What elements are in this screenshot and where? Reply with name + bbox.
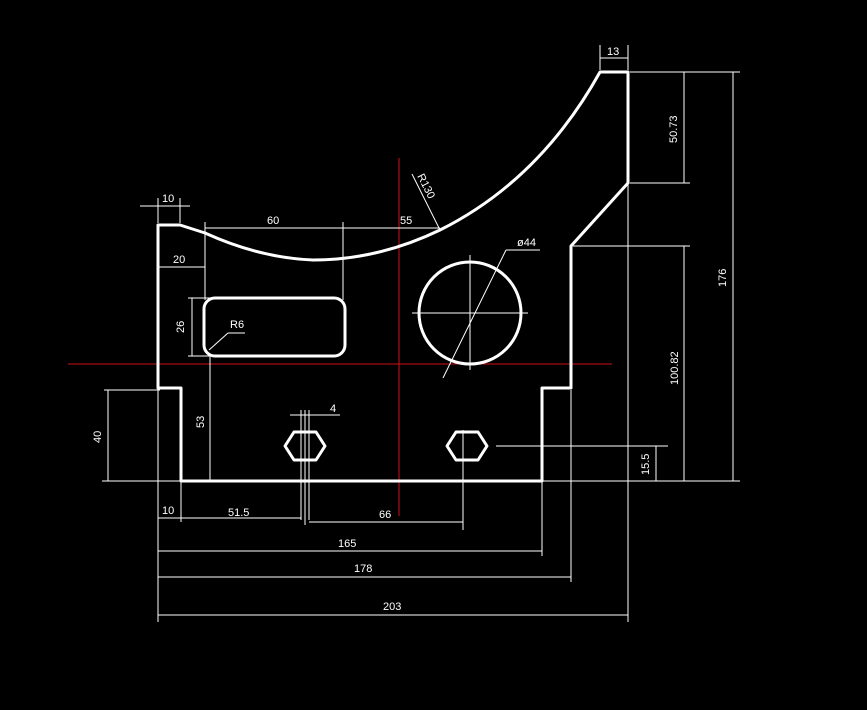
bolt-hole-left [283, 430, 327, 462]
dim-arc-chord: 60 [267, 215, 279, 227]
dim-bolt-elevation: 15.5 [640, 454, 652, 475]
dim-slot-elevation: 53 [195, 416, 207, 428]
dim-overall-length: 203 [383, 601, 401, 613]
center-lines [68, 158, 612, 516]
dimension-lines [102, 45, 740, 622]
dim-base-length: 165 [338, 538, 356, 550]
dim-bolt-left-offset: 51.5 [228, 507, 249, 519]
dim-top-width: 13 [607, 46, 619, 58]
dim-bolt-spacing: 66 [379, 509, 391, 521]
dim-hole-diameter: ø44 [517, 237, 536, 249]
bolt-hole-right [445, 430, 489, 462]
dim-slot-radius: R6 [230, 319, 244, 331]
part-outline [156, 70, 630, 483]
dim-total-height: 176 [717, 269, 729, 287]
dimension-labels: 13 50.73 R130 10 60 55 ø44 20 26 R6 100.… [92, 46, 729, 613]
outer-profile [156, 70, 630, 483]
dim-left-offset: 20 [173, 254, 185, 266]
dim-center-offset: 55 [400, 215, 412, 227]
slot [202, 296, 347, 358]
dim-right-lower-height: 100.82 [669, 351, 681, 385]
dim-step-length: 178 [354, 563, 372, 575]
dim-top-height: 50.73 [668, 115, 680, 143]
dim-left-tab-width: 10 [162, 193, 174, 205]
dim-slot-height: 26 [175, 321, 187, 333]
dim-left-foot-height: 40 [92, 431, 104, 443]
dim-bolt-width: 4 [330, 403, 336, 415]
dim-foot-width: 10 [162, 505, 174, 517]
